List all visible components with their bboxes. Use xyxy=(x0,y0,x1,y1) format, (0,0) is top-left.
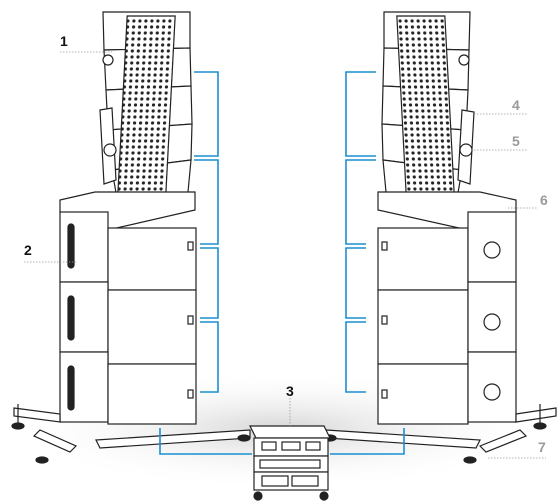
callout-label-4: 4 xyxy=(512,97,520,113)
signal-cables xyxy=(159,71,405,455)
left-sub-3 xyxy=(59,351,109,423)
left-array-grille xyxy=(117,15,176,195)
right-array-grille xyxy=(396,15,455,195)
rack-top xyxy=(249,425,331,439)
left-cable-array xyxy=(194,71,219,157)
left-outrigger xyxy=(11,404,251,464)
right-rigging-pin xyxy=(459,143,473,157)
left-rigging-pin xyxy=(103,143,117,157)
left-sub-1 xyxy=(59,211,109,283)
callout-label-3: 3 xyxy=(286,383,294,399)
left-sub-2 xyxy=(59,281,109,353)
left-subwoofer-stack xyxy=(59,191,197,425)
callout-label-1: 1 xyxy=(60,33,68,49)
right-subwoofer-stack xyxy=(377,191,517,425)
left-cable-rack xyxy=(159,428,252,455)
left-column-array xyxy=(99,11,193,205)
right-cable-array xyxy=(345,71,376,157)
amplifier-rack xyxy=(249,425,331,501)
callout-label-7: 7 xyxy=(538,439,546,455)
right-column-array xyxy=(381,11,475,205)
callout-label-2: 2 xyxy=(24,242,32,258)
right-cable-rack xyxy=(330,428,405,455)
callout-leaders xyxy=(24,51,546,459)
callout-label-6: 6 xyxy=(540,192,548,208)
callout-label-5: 5 xyxy=(512,133,520,149)
